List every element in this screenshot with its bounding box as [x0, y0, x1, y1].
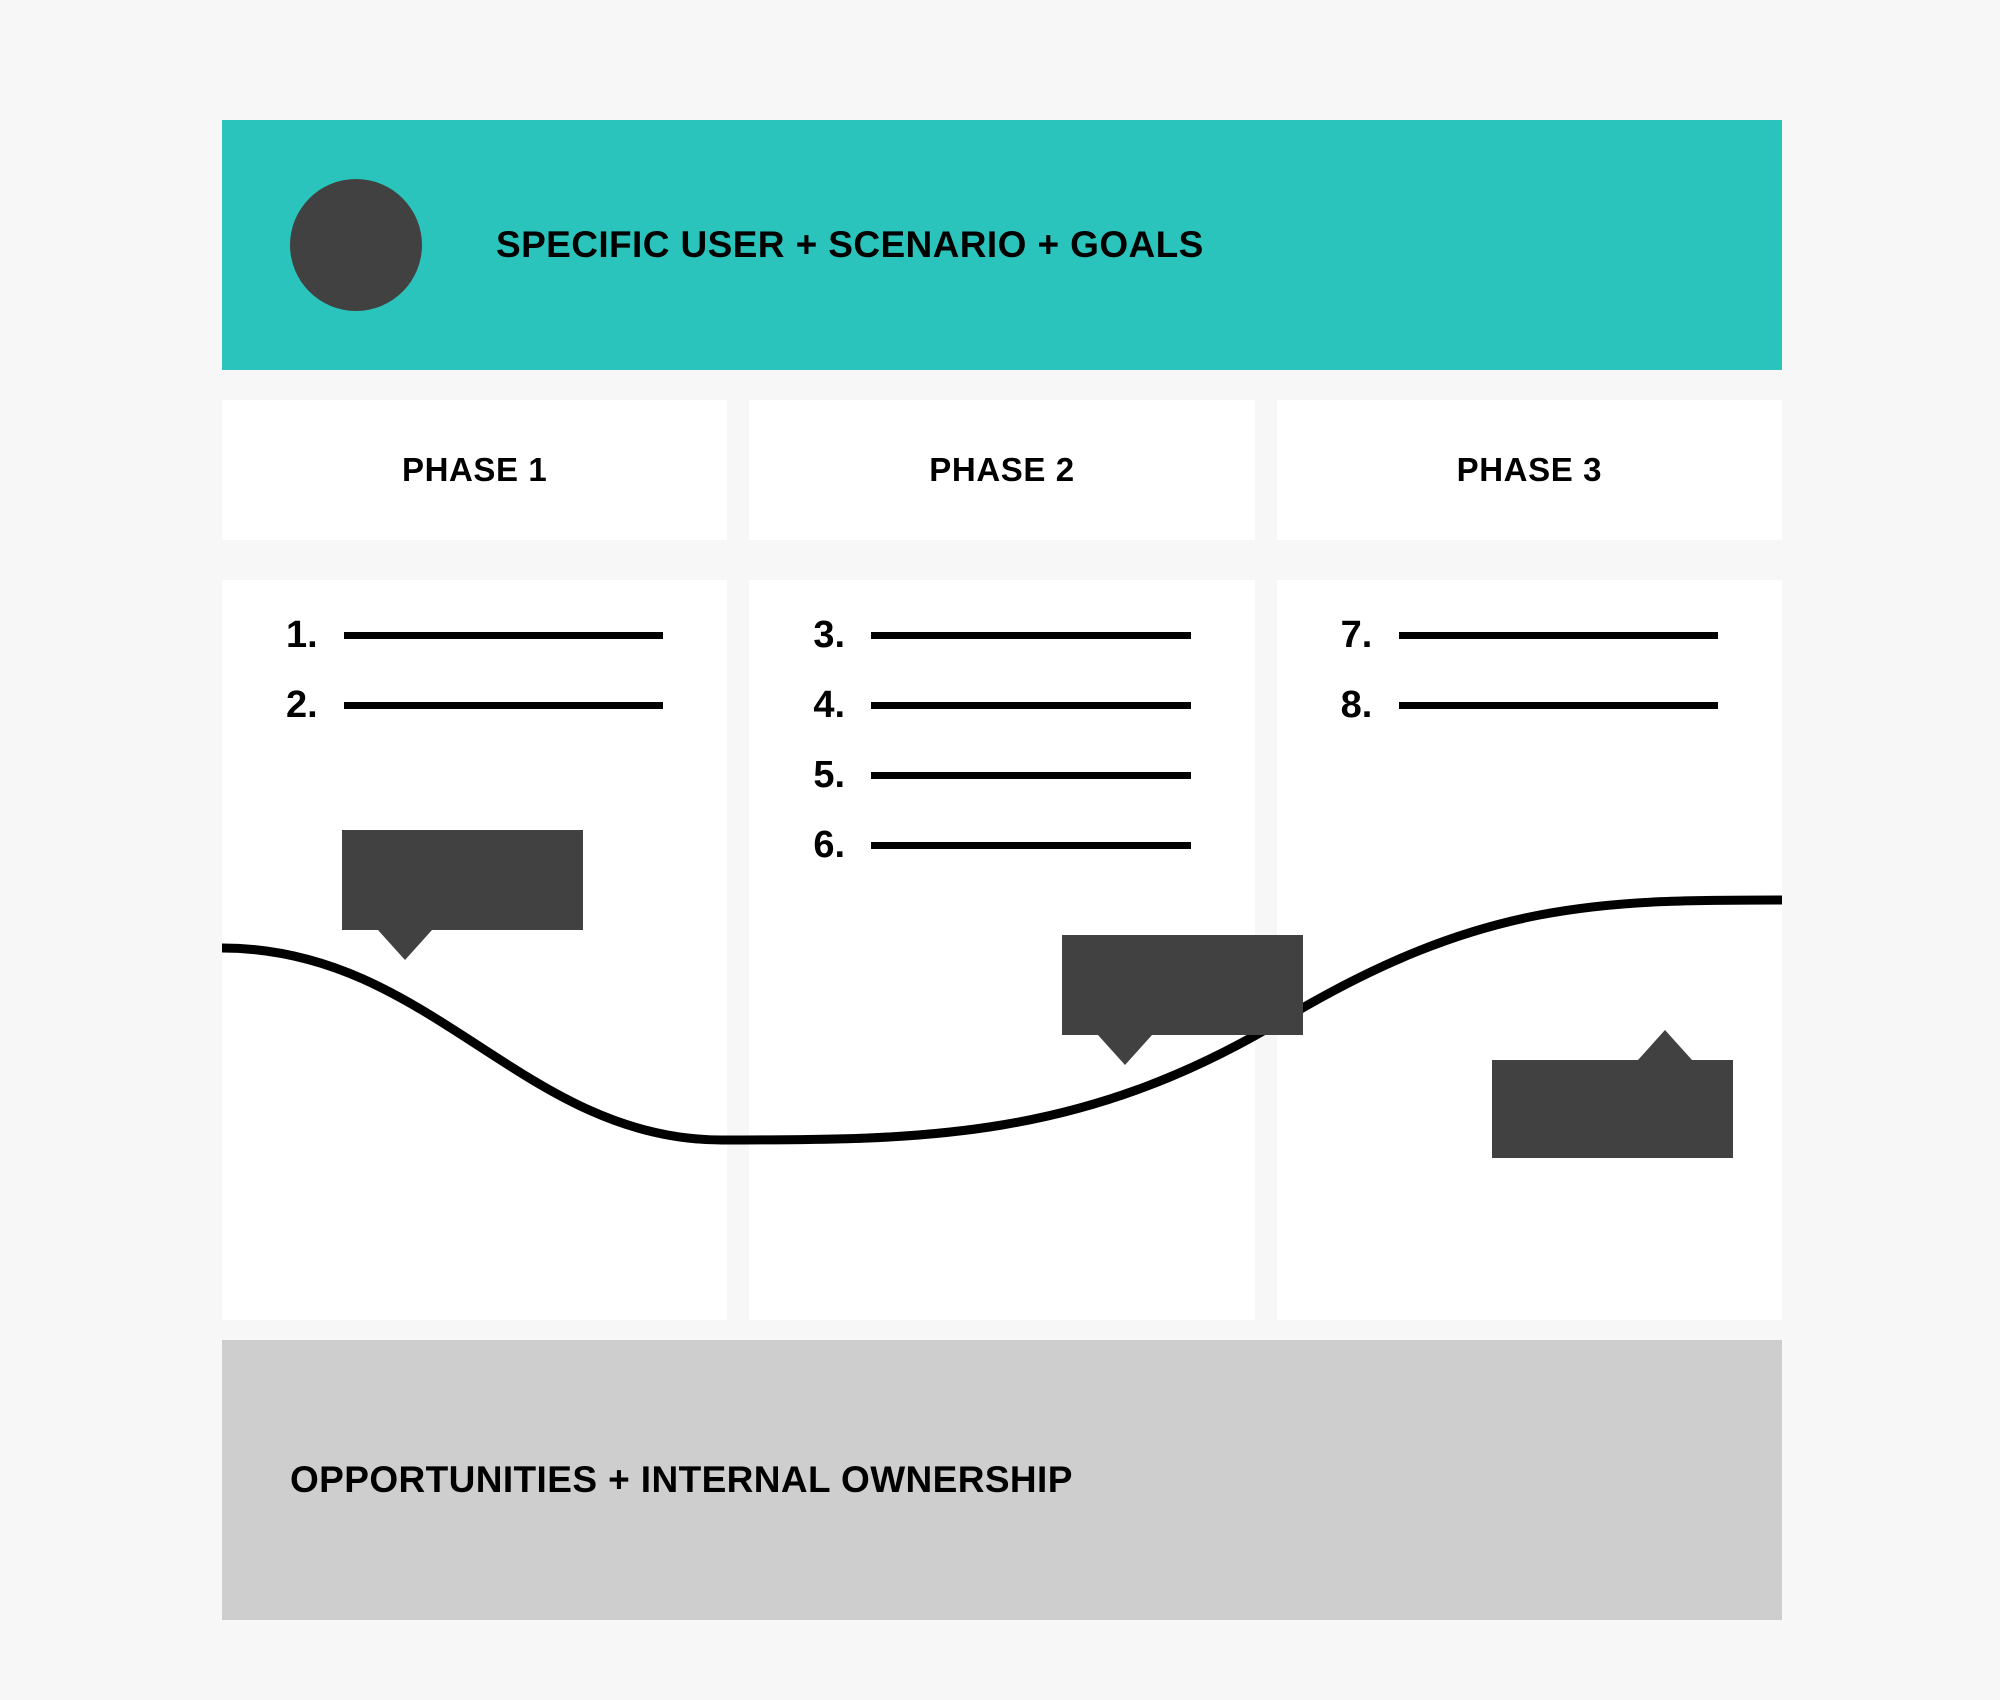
- phase-1-item-list: 1. 2.: [222, 614, 727, 754]
- blank-write-in-line[interactable]: [871, 632, 1191, 639]
- list-item-number: 7.: [1340, 614, 1373, 656]
- callout-tail-down-icon: [1098, 1035, 1152, 1065]
- phase-label-2: PHASE 2: [929, 451, 1075, 488]
- list-item-number: 2.: [286, 684, 318, 726]
- phase-body-card-1[interactable]: 1. 2.: [222, 580, 728, 1320]
- callout-tail-up-icon: [1638, 1030, 1692, 1060]
- footer-title: OPPORTUNITIES + INTERNAL OWNERSHIP: [290, 1459, 1073, 1500]
- list-item-number: 1.: [286, 614, 318, 656]
- list-item[interactable]: 2.: [286, 684, 664, 754]
- list-item-number: 6.: [813, 824, 846, 866]
- list-item-number: 3.: [813, 614, 846, 656]
- list-item[interactable]: 3.: [813, 614, 1191, 684]
- phase-header-card-3[interactable]: PHASE 3: [1276, 400, 1782, 540]
- list-item-number: 8.: [1340, 684, 1373, 726]
- list-item[interactable]: 7.: [1341, 614, 1718, 684]
- phase-header-row: PHASE 1 PHASE 2 PHASE 3: [222, 400, 1782, 540]
- phase-3-item-list: 7. 8.: [1277, 614, 1782, 754]
- phase-2-item-list: 3. 4. 5. 6.: [749, 614, 1254, 894]
- footer-banner: OPPORTUNITIES + INTERNAL OWNERSHIP: [222, 1340, 1782, 1620]
- list-item[interactable]: 5.: [813, 754, 1191, 824]
- phase-label-1: PHASE 1: [401, 451, 548, 488]
- list-item[interactable]: 8.: [1341, 684, 1718, 754]
- callout-phase-2[interactable]: [1062, 935, 1303, 1065]
- blank-write-in-line[interactable]: [871, 772, 1191, 779]
- list-item[interactable]: 6.: [813, 824, 1191, 894]
- list-item-number: 4.: [813, 684, 846, 726]
- blank-write-in-line[interactable]: [871, 702, 1191, 709]
- phase-body-card-3[interactable]: 7. 8.: [1276, 580, 1782, 1320]
- blank-write-in-line[interactable]: [344, 632, 664, 639]
- list-item[interactable]: 4.: [813, 684, 1191, 754]
- phase-header-card-2[interactable]: PHASE 2: [749, 400, 1255, 540]
- callout-phase-1[interactable]: [342, 830, 583, 960]
- user-avatar-circle-icon: [290, 179, 422, 311]
- list-item[interactable]: 1.: [286, 614, 664, 684]
- phase-header-card-1[interactable]: PHASE 1: [222, 400, 728, 540]
- blank-write-in-line[interactable]: [871, 842, 1191, 849]
- phase-label-3: PHASE 3: [1456, 451, 1603, 488]
- callout-phase-3[interactable]: [1492, 1030, 1733, 1158]
- callout-tail-down-icon: [378, 930, 432, 960]
- blank-write-in-line[interactable]: [1398, 702, 1718, 709]
- phase-body-row: 1. 2. 3. 4. 5.: [222, 580, 1782, 1320]
- header-banner: SPECIFIC USER + SCENARIO + GOALS: [222, 120, 1782, 370]
- blank-write-in-line[interactable]: [344, 702, 664, 709]
- header-title: SPECIFIC USER + SCENARIO + GOALS: [496, 224, 1204, 265]
- blank-write-in-line[interactable]: [1398, 632, 1718, 639]
- list-item-number: 5.: [813, 754, 846, 796]
